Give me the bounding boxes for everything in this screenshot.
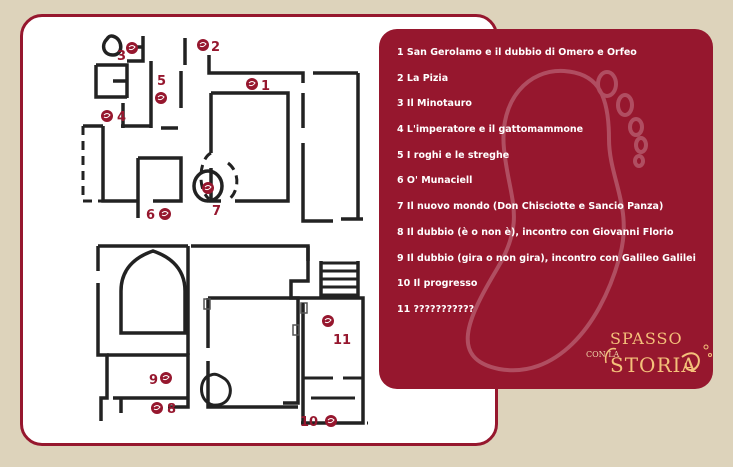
marker-dot-10[interactable] [325,415,337,427]
marker-label-1: 1 [261,79,270,94]
marker-label-8: 8 [167,402,176,417]
marker-dot-1[interactable] [246,78,258,90]
marker-label-10: 10 [300,415,318,430]
marker-dot-2[interactable] [197,39,209,51]
logo-line-spasso: SPASSO [610,329,683,348]
logo-swirl-icon [604,344,712,371]
legend-item-8: 8 Il dubbio (è o non è), incontro con Gi… [397,226,674,238]
legend-item-10: 10 Il progresso [397,278,478,290]
marker-dot-7[interactable] [202,182,214,194]
marker-label-9: 9 [149,373,158,388]
spasso-con-la-storia-logo: SPASSO CON LA STORIA [586,323,716,383]
legend-item-9: 9 Il dubbio (gira o non gira), incontro … [397,252,696,264]
legend-item-1: 1 San Gerolamo e il dubbio di Omero e Or… [397,47,637,58]
marker-label-7: 7 [212,204,221,219]
marker-dot-11[interactable] [322,315,334,327]
legend-item-4: 4 L'imperatore e il gattomammone [397,124,584,136]
legend-item-5: 5 I roghi e le streghe [397,149,510,161]
floor-plan: 1 2 3 4 5 6 7 8 9 10 11 [81,34,368,430]
marker-label-2: 2 [211,40,220,55]
legend-list: 1 San Gerolamo e il dubbio di Omero e Or… [397,45,696,328]
legend-item-7: 7 Il nuovo mondo (Don Chisciotte e Sanci… [397,201,664,213]
marker-dot-4[interactable] [101,110,113,122]
marker-dot-8[interactable] [151,402,163,414]
logo-line-storia: STORIA [610,353,697,377]
legend-card: 1 San Gerolamo e il dubbio di Omero e Or… [379,29,713,389]
legend-item-2: 2 La Pizia [397,72,449,84]
marker-label-6: 6 [146,208,155,223]
marker-dot-9[interactable] [160,372,172,384]
legend-item-6: 6 O' Munaciell [397,175,473,187]
marker-label-3: 3 [117,49,126,64]
legend-item-3: 3 Il Minotauro [397,98,472,110]
legend-item-11: 11 ??????????? [397,303,475,315]
logo-line-con-la: CON LA [586,350,620,359]
marker-dot-6[interactable] [159,208,171,220]
footprint-watermark-icon [465,68,648,373]
marker-label-4: 4 [117,110,126,125]
marker-dot-5[interactable] [155,92,167,104]
marker-label-5: 5 [157,74,166,89]
marker-dot-3[interactable] [126,42,138,54]
marker-label-11: 11 [333,333,351,348]
